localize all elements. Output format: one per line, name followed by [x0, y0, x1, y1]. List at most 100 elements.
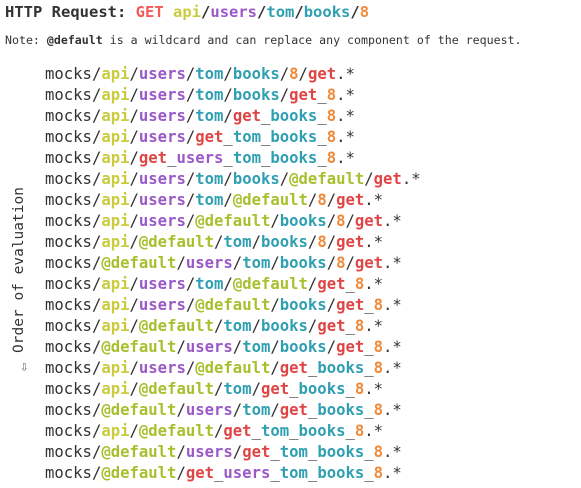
- route-segment: /: [129, 233, 139, 251]
- route-segment: _: [260, 128, 271, 146]
- route-segment: mocks/: [45, 422, 102, 440]
- route-segment: /: [270, 296, 280, 314]
- route-segment: .*: [383, 401, 402, 419]
- route-item: mocks/@default/users/get_tom_books_8.*: [45, 442, 421, 463]
- route-segment: mocks/: [45, 296, 102, 314]
- route-segment: 8: [326, 107, 337, 125]
- header-path-segment: 8: [359, 3, 370, 21]
- route-segment: api: [101, 422, 130, 440]
- route-item: mocks/@default/users/tom/get_books_8.*: [45, 400, 421, 421]
- route-segment: get: [336, 296, 365, 314]
- route-segment: 8: [373, 443, 384, 461]
- route-segment: /: [251, 233, 261, 251]
- route-segment: /: [185, 65, 196, 83]
- route-segment: /: [176, 401, 186, 419]
- route-segment: /: [129, 191, 139, 209]
- route-segment: /: [270, 338, 280, 356]
- route-segment: users: [138, 107, 186, 125]
- side-label-text: Order of evaluation: [11, 187, 27, 353]
- route-segment: /: [223, 65, 233, 83]
- route-segment: tom: [195, 275, 224, 293]
- route-segment: books: [317, 443, 365, 461]
- route-segment: 8: [336, 254, 346, 272]
- route-segment: _: [260, 149, 271, 167]
- route-segment: /: [185, 191, 196, 209]
- route-segment: mocks/: [45, 149, 102, 167]
- route-segment: users: [138, 191, 186, 209]
- route-segment: mocks/: [45, 128, 102, 146]
- route-segment: /: [364, 170, 374, 188]
- route-segment: books: [279, 338, 327, 356]
- route-item: mocks/api/users/tom/@default/get_8.*: [45, 274, 421, 295]
- route-segment: /: [232, 443, 243, 461]
- route-segment: _: [214, 464, 224, 482]
- route-segment: @default: [195, 212, 271, 230]
- route-segment: @default: [232, 275, 308, 293]
- route-segment: mocks/: [45, 464, 102, 482]
- route-segment: api: [101, 212, 130, 230]
- route-segment: .*: [336, 86, 355, 104]
- route-segment: tom: [195, 107, 224, 125]
- route-segment: api: [101, 107, 130, 125]
- route-segment: 8: [326, 86, 337, 104]
- route-segment: 8: [373, 401, 384, 419]
- route-segment: api: [101, 128, 130, 146]
- route-item: mocks/@default/users/tom/books/8/get.*: [45, 253, 421, 274]
- route-segment: _: [289, 380, 299, 398]
- route-segment: mocks/: [45, 191, 102, 209]
- route-list: mocks/api/users/tom/books/8/get.*mocks/a…: [45, 64, 421, 484]
- route-segment: /: [129, 86, 139, 104]
- route-segment: mocks/: [45, 359, 102, 377]
- route-segment: /: [223, 107, 233, 125]
- route-segment: @default: [232, 191, 308, 209]
- route-segment: .*: [364, 317, 384, 335]
- route-segment: books: [298, 422, 346, 440]
- route-segment: _: [307, 359, 318, 377]
- route-item: mocks/api/users/tom/@default/8/get.*: [45, 190, 421, 211]
- route-segment: .*: [336, 65, 355, 83]
- route-segment: /: [223, 275, 233, 293]
- route-segment: /: [307, 191, 318, 209]
- route-segment: users: [138, 86, 186, 104]
- route-segment: _: [364, 359, 374, 377]
- header-path-segment: tom: [266, 3, 295, 21]
- route-segment: _: [223, 128, 233, 146]
- route-segment: tom: [223, 380, 252, 398]
- route-segment: books: [279, 254, 327, 272]
- route-segment: @default: [138, 233, 215, 251]
- note-prefix: Note:: [5, 33, 47, 47]
- route-segment: books: [317, 464, 365, 482]
- route-segment: 8: [317, 191, 327, 209]
- route-segment: tom: [223, 317, 252, 335]
- route-segment: tom: [195, 170, 224, 188]
- route-segment: _: [317, 128, 327, 146]
- route-segment: 8: [373, 464, 384, 482]
- route-segment: mocks/: [45, 86, 102, 104]
- route-segment: _: [364, 401, 374, 419]
- route-segment: tom: [195, 86, 224, 104]
- header-path-segment: api: [173, 3, 202, 21]
- route-segment: tom: [223, 233, 252, 251]
- route-segment: 8: [373, 338, 384, 356]
- route-segment: api: [101, 65, 130, 83]
- route-item: mocks/api/users/tom/books/8/get.*: [45, 64, 421, 85]
- route-segment: @default: [195, 359, 271, 377]
- route-segment: tom: [260, 422, 290, 440]
- route-segment: @default: [101, 254, 177, 272]
- route-segment: /: [326, 338, 337, 356]
- route-segment: books: [232, 170, 280, 188]
- route-segment: /: [326, 212, 337, 230]
- route-segment: @default: [101, 443, 177, 461]
- route-segment: 8: [289, 65, 299, 83]
- route-segment: get: [279, 401, 308, 419]
- route-segment: /: [232, 338, 243, 356]
- route-segment: get: [138, 149, 168, 167]
- route-segment: /: [129, 317, 139, 335]
- route-segment: mocks/: [45, 380, 102, 398]
- route-segment: _: [345, 380, 355, 398]
- route-segment: /: [298, 65, 308, 83]
- route-segment: /: [223, 86, 233, 104]
- route-segment: /: [185, 170, 196, 188]
- route-item: mocks/@default/users/tom/books/get_8.*: [45, 337, 421, 358]
- route-segment: users: [185, 254, 233, 272]
